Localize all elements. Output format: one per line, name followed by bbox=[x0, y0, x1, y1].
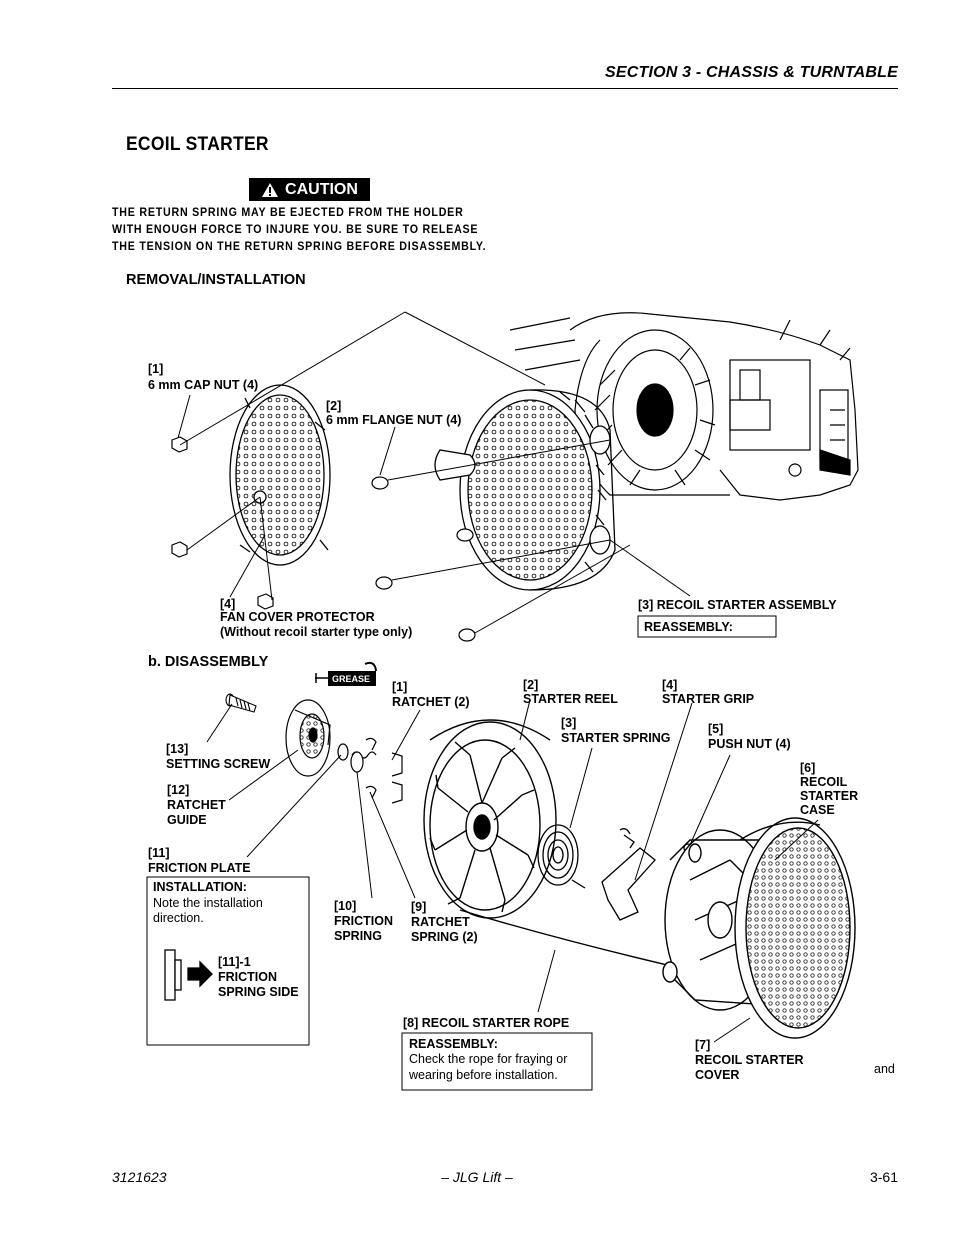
doc-number: 3121623 bbox=[112, 1169, 167, 1185]
rope-box-line2: wearing before installation. bbox=[408, 1068, 558, 1082]
caution-line: THE TENSION ON THE RETURN SPRING BEFORE … bbox=[112, 239, 487, 253]
cover-number: [7] bbox=[695, 1038, 710, 1052]
starter-reel-number: [2] bbox=[523, 678, 538, 692]
cap-nut-number: [1] bbox=[148, 362, 163, 376]
rope-label: [8] RECOIL STARTER ROPE bbox=[403, 1016, 569, 1030]
engine-block-illustration bbox=[509, 312, 859, 501]
installation-side-label-1: FRICTION bbox=[218, 970, 277, 984]
recoil-starter-cover-illustration bbox=[734, 817, 856, 1039]
ratchet-guide-number: [12] bbox=[167, 783, 189, 797]
push-nut-number: [5] bbox=[708, 722, 723, 736]
ratchet-spring-label-1: RATCHET bbox=[411, 915, 470, 929]
warning-triangle-icon bbox=[262, 182, 279, 197]
footer-company: – JLG Lift – bbox=[441, 1169, 513, 1185]
setting-screw-number: [13] bbox=[166, 742, 188, 756]
caution-line: THE RETURN SPRING MAY BE EJECTED FROM TH… bbox=[112, 205, 464, 219]
ratchet-spring-number: [9] bbox=[411, 900, 426, 914]
installation-side-number: [11]-1 bbox=[218, 955, 251, 969]
ratchet-number: [1] bbox=[392, 680, 407, 694]
rope-box-line1: Check the rope for fraying or bbox=[409, 1052, 567, 1066]
flange-nut-label: 6 mm FLANGE NUT (4) bbox=[326, 413, 461, 427]
caution-message: THE RETURN SPRING MAY BE EJECTED FROM TH… bbox=[112, 204, 487, 255]
caution-line: WITH ENOUGH FORCE TO INJURE YOU. BE SURE… bbox=[112, 222, 479, 236]
installation-box-line1: Note the installation bbox=[153, 896, 263, 910]
stray-text: and bbox=[874, 1062, 895, 1076]
case-label-1: RECOIL bbox=[800, 775, 848, 789]
fan-cover-number: [4] bbox=[220, 597, 235, 611]
ratchet-guide-illustration bbox=[285, 699, 331, 777]
installation-box-title: INSTALLATION: bbox=[153, 880, 247, 894]
case-number: [6] bbox=[800, 761, 815, 775]
setting-screw-illustration bbox=[225, 693, 257, 713]
reassembly-box-label: REASSEMBLY: bbox=[644, 620, 733, 634]
disassembly-heading: b. DISASSEMBLY bbox=[148, 654, 269, 670]
section-header: SECTION 3 - CHASSIS & TURNTABLE bbox=[604, 64, 898, 81]
ratchet-guide-label-2: GUIDE bbox=[167, 813, 207, 827]
starter-grip-label: STARTER GRIP bbox=[662, 692, 754, 706]
installation-box-line2: direction. bbox=[153, 911, 204, 925]
starter-grip-number: [4] bbox=[662, 678, 677, 692]
friction-spring-number: [10] bbox=[334, 899, 356, 913]
friction-spring-label-2: SPRING bbox=[334, 929, 382, 943]
grease-label: GREASE bbox=[332, 674, 370, 684]
fan-cover-protector-illustration bbox=[229, 384, 331, 566]
recoil-assembly-label: [3] RECOIL STARTER ASSEMBLY bbox=[638, 598, 837, 612]
recoil-starter-rope-illustration bbox=[459, 909, 681, 969]
friction-plate-label: FRICTION PLATE bbox=[148, 861, 251, 875]
starter-spring-label: STARTER SPRING bbox=[561, 731, 671, 745]
friction-plate-side-icon bbox=[164, 949, 213, 1001]
flange-nut-number: [2] bbox=[326, 399, 341, 413]
header-rule bbox=[112, 88, 898, 89]
case-label-2: STARTER bbox=[800, 789, 858, 803]
starter-spring-number: [3] bbox=[561, 716, 576, 730]
ratchet-guide-label-1: RATCHET bbox=[167, 798, 226, 812]
cap-nut-label: 6 mm CAP NUT (4) bbox=[148, 378, 258, 392]
cover-label-1: RECOIL STARTER bbox=[695, 1053, 804, 1067]
subheading: REMOVAL/INSTALLATION bbox=[126, 272, 306, 288]
recoil-starter-diagram: [1] 6 mm CAP NUT (4) [2] 6 mm FLANGE NUT… bbox=[146, 311, 895, 1091]
cap-nuts-illustration bbox=[171, 436, 274, 610]
caution-badge: CAUTION bbox=[249, 178, 370, 201]
recoil-starter-assembly-illustration bbox=[434, 389, 616, 591]
installation-side-label-2: SPRING SIDE bbox=[218, 985, 299, 999]
page-number: 3-61 bbox=[869, 1169, 898, 1185]
grease-icon: GREASE bbox=[315, 661, 377, 686]
fan-cover-label: FAN COVER PROTECTOR bbox=[220, 610, 375, 624]
friction-parts-illustration bbox=[337, 737, 403, 804]
flange-nuts-illustration bbox=[371, 476, 476, 642]
section-title: ECOIL STARTER bbox=[126, 134, 269, 155]
starter-spring-illustration bbox=[537, 824, 586, 889]
starter-reel-illustration bbox=[423, 719, 557, 919]
disassembly-leader-lines bbox=[206, 699, 819, 1043]
ratchet-spring-label-2: SPRING (2) bbox=[411, 930, 478, 944]
case-label-3: CASE bbox=[800, 803, 835, 817]
cover-label-2: COVER bbox=[695, 1068, 739, 1082]
setting-screw-label: SETTING SCREW bbox=[166, 757, 270, 771]
removal-leader-lines bbox=[177, 311, 691, 634]
rope-box-title: REASSEMBLY: bbox=[409, 1037, 498, 1051]
caution-label: CAUTION bbox=[285, 180, 358, 198]
starter-reel-label: STARTER REEL bbox=[523, 692, 618, 706]
friction-spring-label-1: FRICTION bbox=[334, 914, 393, 928]
fan-cover-note: (Without recoil starter type only) bbox=[220, 625, 412, 639]
friction-plate-number: [11] bbox=[148, 846, 170, 860]
ratchet-label: RATCHET (2) bbox=[392, 695, 470, 709]
push-nut-label: PUSH NUT (4) bbox=[708, 737, 791, 751]
